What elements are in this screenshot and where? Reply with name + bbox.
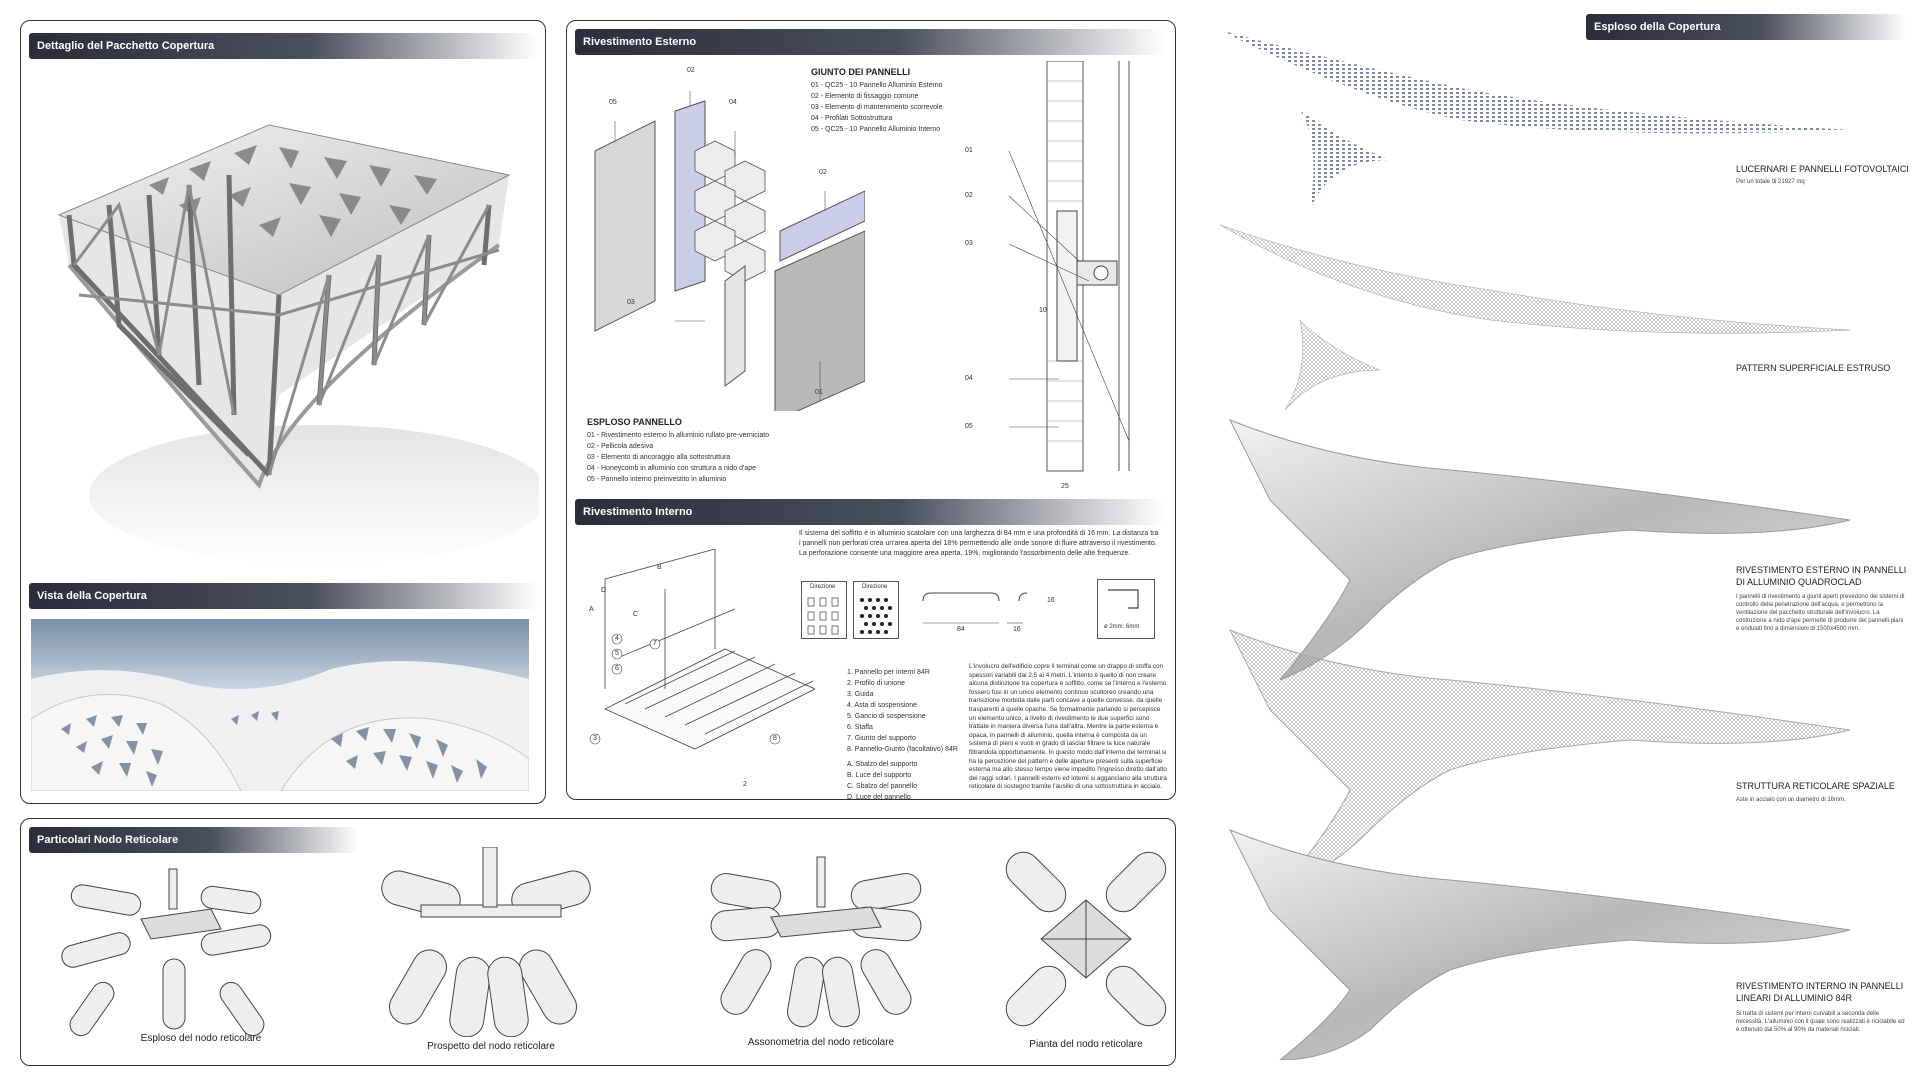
legend-item: A. Sbalzo del supporto <box>847 761 918 768</box>
roof-view-render <box>31 619 529 791</box>
callout-8: 8 <box>773 735 777 742</box>
perforation-direction-1: Direzione <box>801 581 847 639</box>
roof-truss-render <box>57 124 539 565</box>
layer-4-sub: Aste in acciaio con un diametro di 16mm. <box>1736 797 1846 803</box>
node-elevation-drawing <box>381 847 591 1037</box>
external-cladding-header: Rivestimento Esterno <box>575 29 1165 55</box>
section-dim-25: 25 <box>1061 483 1069 490</box>
ceiling-system-drawing <box>589 548 815 779</box>
panel-joint-title: GIUNTO DEI PANNELLI <box>811 67 911 77</box>
section-label-02: 02 <box>965 192 973 199</box>
node-exploded-drawing <box>61 868 272 1037</box>
panel-joint-list: 01 - QC25 - 10 Pannello Alluminio Estern… <box>811 80 943 135</box>
joint-item: 05 - QC25 - 10 Pannello Alluminio Intern… <box>811 126 941 133</box>
exploded-label-03: 03 <box>627 299 635 306</box>
internal-body-text: L'involucro dell'edificio copre il termi… <box>969 663 1167 791</box>
dim-label-d: D <box>601 587 607 594</box>
layer-3-title: RIVESTIMENTO ESTERNO IN PANNELLI DI ALLU… <box>1736 565 1907 587</box>
profile-dim-16b: 16 <box>1047 597 1055 604</box>
section-label-03: 03 <box>965 240 973 247</box>
joint-item: 02 - Elemento di fissaggio comune <box>811 93 919 100</box>
legend-item: 8. Pannello-Giunto (facoltativo) 84R <box>847 746 958 753</box>
legend-item: C. Sbalzo del pannello <box>847 783 918 790</box>
legend-item: 6. Staffa <box>847 724 873 731</box>
legend-item: 7. Giunto del supporto <box>847 735 916 742</box>
roof-detail-panel: Dettaglio del Pacchetto Copertura <box>20 20 546 804</box>
legend-item: 5. Gancio di sospensione <box>847 713 926 720</box>
exploded-panel-list: 01 - Rivestimento esterno in alluminio r… <box>587 430 769 485</box>
layer-2-title: PATTERN SUPERFICIALE ESTRUSO <box>1736 363 1891 373</box>
roof-detail-header: Dettaglio del Pacchetto Copertura <box>29 33 539 59</box>
exploded-label-05: 05 <box>609 99 617 106</box>
legend-item: 4. Asta di sospensione <box>847 702 918 709</box>
exploded-panel-title: ESPLOSO PANNELLO <box>587 417 682 427</box>
section-dim-10: 10 <box>1039 307 1047 314</box>
exploded-item: 03 - Elemento di ancoraggio alla sottost… <box>587 454 731 461</box>
node-caption-axonometric: Assonometria del nodo reticolare <box>747 1037 895 1048</box>
perforation-direction-2: Direzione <box>853 581 899 639</box>
panel-profile-drawing <box>922 592 1028 624</box>
dim-label-a: A <box>589 606 594 613</box>
callout-3: 3 <box>593 735 597 742</box>
exploded-panel-legend: ESPLOSO PANNELLO 01 - Rivestimento ester… <box>587 417 769 485</box>
callout-5: 5 <box>615 650 619 657</box>
profile-dim-84: 84 <box>957 626 965 633</box>
node-details-panel: Particolari Nodo Reticolare Esploso del … <box>20 818 1176 1066</box>
callout-2: 2 <box>743 781 747 788</box>
callout-6: 6 <box>615 665 619 672</box>
dim-label-c: C <box>633 611 639 618</box>
internal-intro-text: Il sistema del soffitto è in alluminio s… <box>799 530 1159 557</box>
exploded-item: 05 - Pannello interno preinvestito in al… <box>587 476 727 483</box>
internal-cladding-header: Rivestimento Interno <box>575 499 1165 525</box>
layer-3-sub: I pannelli di rivestimento a giunti aper… <box>1736 594 1905 632</box>
roof-view-header: Vista della Copertura <box>29 583 539 609</box>
exploded-item: 02 - Pellicola adesiva <box>587 443 654 450</box>
layer-1-title: LUCERNARI E PANNELLI FOTOVOLTAICI <box>1736 164 1909 174</box>
exploded-label-01: 01 <box>815 389 823 396</box>
exploded-label-02a: 02 <box>687 67 695 74</box>
exploded-roof-header: Esploso della Copertura <box>1586 14 1906 40</box>
ceiling-legend: 1. Pannello per interni 84R 2. Profilo d… <box>847 667 958 800</box>
direction-label-2: Direzione <box>862 584 888 590</box>
exploded-item: 01 - Rivestimento esterno in alluminio r… <box>587 432 770 439</box>
joint-section-drawing <box>1008 61 1130 472</box>
legend-item: 2. Profilo di unione <box>847 680 905 687</box>
joint-item: 03 - Elemento di mantenimento scorrevole <box>811 104 943 111</box>
node-caption-elevation: Prospetto del nodo reticolare <box>427 1041 555 1052</box>
callout-7: 7 <box>653 640 657 647</box>
panel-joint-legend: GIUNTO DEI PANNELLI 01 - QC25 - 10 Panne… <box>811 67 943 135</box>
node-details-header: Particolari Nodo Reticolare <box>29 827 359 853</box>
profile-dim-16a: 16 <box>1013 626 1021 633</box>
legend-item: B. Luce del supporto <box>847 772 912 779</box>
joint-item: 04 - Profilati Sottostruttura <box>811 115 893 122</box>
node-caption-plan: Pianta del nodo reticolare <box>1029 1039 1143 1050</box>
node-caption-exploded: Esploso del nodo reticolare <box>140 1033 262 1044</box>
callout-4: 4 <box>615 635 619 642</box>
layer-5-sub: Si tratta di sistemi per interni curvabi… <box>1736 1011 1905 1033</box>
joint-item: 01 - QC25 - 10 Pannello Alluminio Estern… <box>811 82 943 89</box>
node-plan-drawing <box>1005 851 1167 1027</box>
layer-1-sub: Per un totale di 21927 mq <box>1736 179 1805 185</box>
exploded-item: 04 - Honeycomb in alluminio con struttur… <box>587 465 757 472</box>
exploded-label-04: 04 <box>729 99 737 106</box>
dim-label-b: B <box>657 564 662 571</box>
cladding-panel: Rivestimento Esterno 05 02 04 02 03 01 G… <box>566 20 1176 800</box>
exploded-panel-drawing <box>594 91 865 411</box>
exploded-label-02b: 02 <box>819 169 827 176</box>
legend-item: D. Luce del pannello <box>847 794 911 800</box>
section-label-04: 04 <box>965 375 973 382</box>
section-label-05: 05 <box>965 423 973 430</box>
hole-size-label: ø 2mm: 6mm <box>1104 624 1140 630</box>
layer-4-title: STRUTTURA RETICOLARE SPAZIALE <box>1736 781 1895 791</box>
hole-detail: ø 2mm: 6mm <box>1097 579 1155 639</box>
section-label-01: 01 <box>965 147 973 154</box>
node-axonometric-drawing <box>710 856 922 1028</box>
exploded-roof-layers-drawing <box>1219 30 1851 1060</box>
direction-label-1: Direzione <box>810 584 836 590</box>
legend-item: 3. Guida <box>847 691 874 698</box>
legend-item: 1. Pannello per interni 84R <box>847 669 930 676</box>
layer-5-title: RIVESTIMENTO INTERNO IN PANNELLI LINEARI… <box>1736 981 1904 1003</box>
